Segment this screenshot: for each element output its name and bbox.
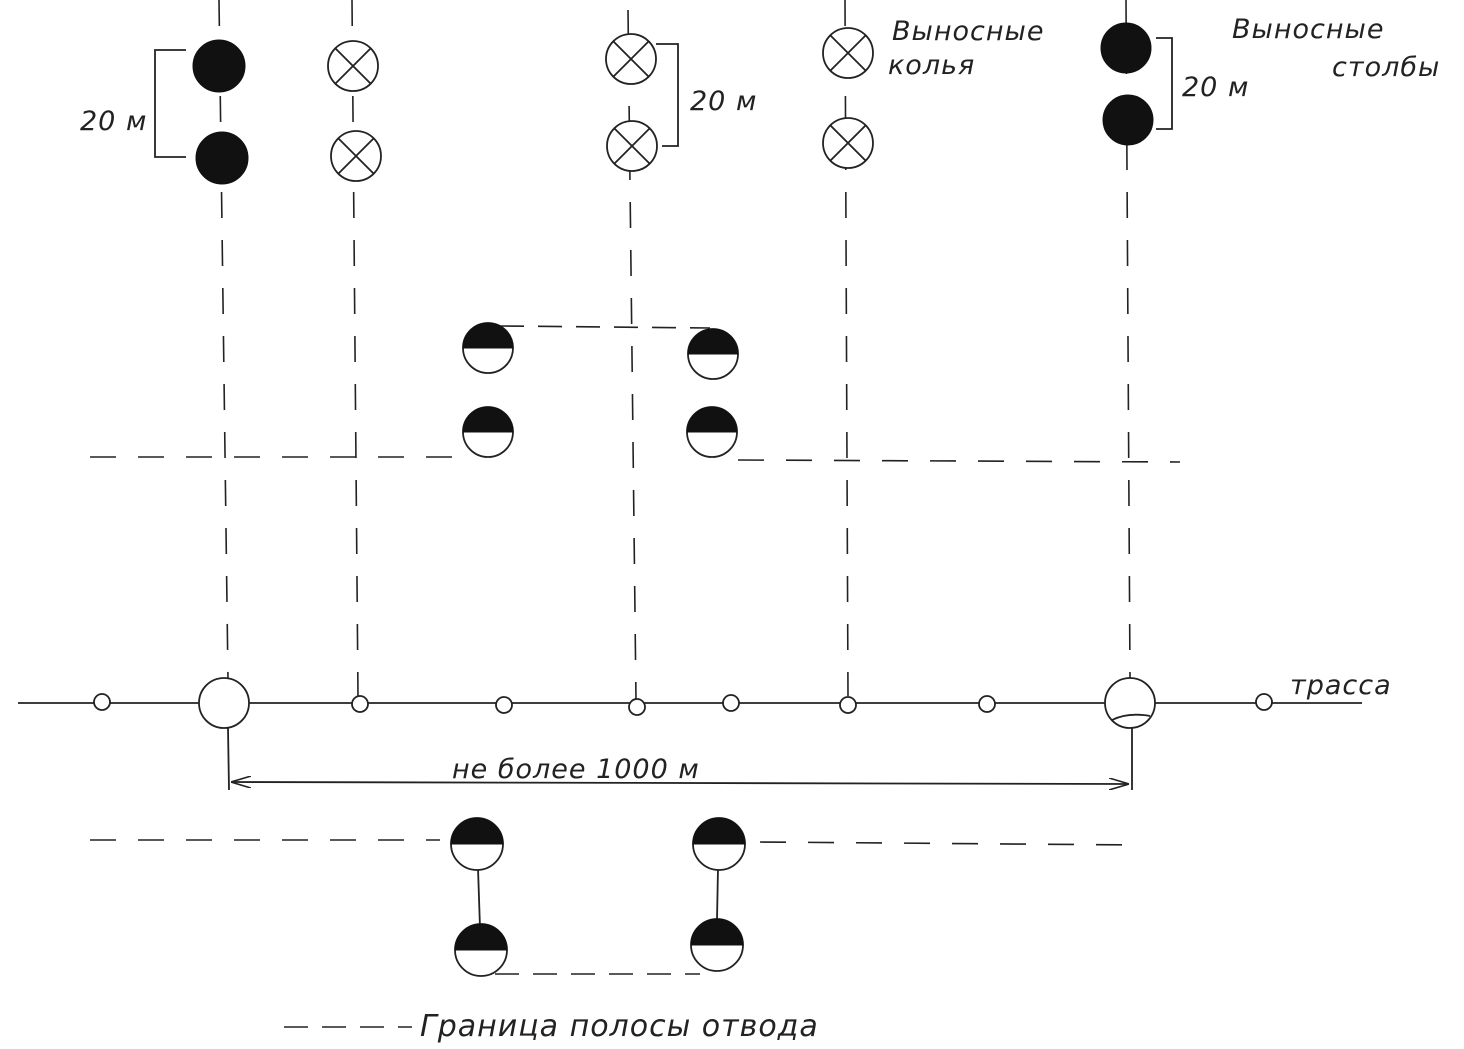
boundary-marker (462, 322, 514, 374)
boundary-upper-right (737, 459, 1181, 463)
route-picket (722, 694, 740, 712)
route-picket (839, 696, 857, 714)
distance-extension-left (227, 727, 230, 791)
offset-stake (327, 40, 379, 92)
spacing-bracket-middle (656, 43, 679, 147)
boundary-marker (692, 817, 746, 871)
spacing-bracket-left (154, 49, 186, 158)
boundary-marker (687, 328, 739, 380)
offset-line-2 (351, 0, 359, 697)
offset-stake (822, 27, 874, 79)
boundary-lower-right (759, 841, 1141, 846)
legend-boundary-label: Граница полосы отвода (420, 1009, 819, 1044)
offset-line-4 (844, 0, 849, 697)
boundary-marker (686, 406, 738, 458)
offset-stake (330, 130, 382, 182)
text-labels: 20 м 20 м 20 м Выносные колья Выносные с… (80, 14, 1440, 785)
route-picket (93, 693, 111, 711)
spacing-bracket-right (1156, 37, 1173, 130)
distance-dimension (227, 727, 1133, 791)
route-picket (628, 698, 646, 716)
boundary-marker (462, 406, 514, 458)
offset-post (195, 131, 249, 185)
boundary-lower-link-right (716, 867, 719, 921)
offset-post (192, 39, 246, 93)
posts-label-line2: столбы (1332, 52, 1440, 83)
spacing-label-left: 20 м (80, 106, 147, 137)
route (18, 677, 1362, 729)
route-picket (351, 695, 369, 713)
legend: Граница полосы отвода (284, 1009, 819, 1044)
distance-label: не более 1000 м (452, 754, 700, 785)
route-main-point-left (198, 677, 250, 729)
spacing-label-middle: 20 м (690, 86, 757, 117)
offset-line-3 (627, 9, 637, 701)
offset-posts (192, 22, 1154, 185)
offset-post (1100, 22, 1152, 74)
offset-stake (822, 117, 874, 169)
route-main-point-right-mark (1111, 713, 1151, 721)
route-label: трасса (1290, 670, 1392, 701)
boundary-lower (90, 839, 1141, 975)
boundary-marker (454, 923, 508, 977)
offset-lines (218, 0, 1131, 701)
boundary-markers (450, 322, 746, 977)
offset-stake (605, 33, 657, 85)
offset-post (1102, 94, 1154, 146)
boundary-upper (90, 325, 1181, 463)
boundary-lower-link-left (477, 867, 481, 929)
route-picket (978, 695, 996, 713)
stakes-label-line2: колья (888, 50, 975, 81)
spacing-label-right: 20 м (1182, 72, 1249, 103)
route-picket (495, 696, 513, 714)
offset-stake (606, 120, 658, 172)
offset-stakes (327, 27, 874, 182)
route-picket (1255, 693, 1273, 711)
spacing-brackets (154, 37, 1173, 158)
distance-arrow (232, 782, 1128, 784)
offset-line-left (218, 0, 229, 681)
stakes-label-line1: Выносные (892, 16, 1044, 47)
boundary-upper-bridge (499, 325, 711, 329)
posts-label-line1: Выносные (1232, 14, 1384, 45)
boundary-marker (690, 918, 744, 972)
boundary-marker (450, 817, 504, 871)
